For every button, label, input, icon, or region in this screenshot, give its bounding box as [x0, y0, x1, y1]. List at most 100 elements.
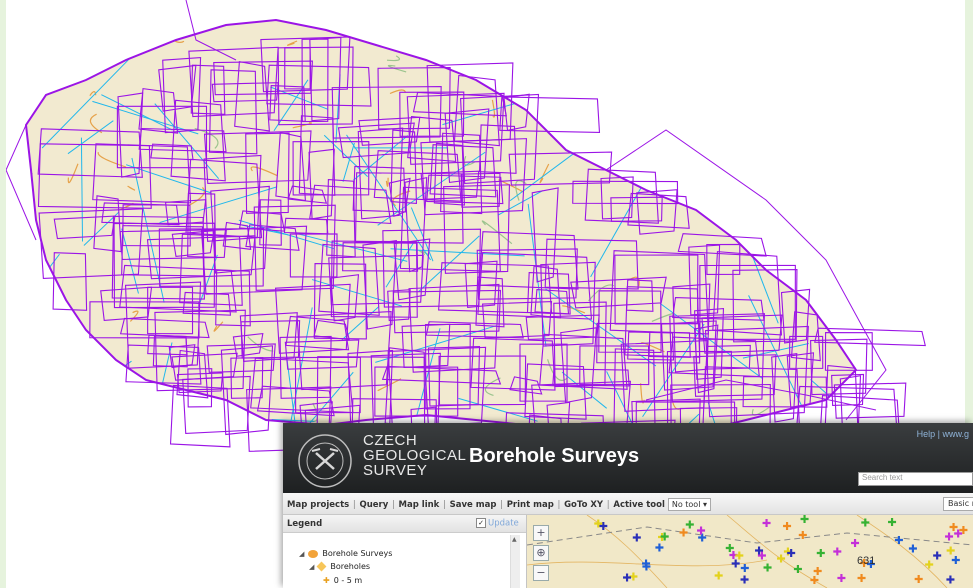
borehole-profile-line — [271, 371, 354, 450]
borehole-marker-icon[interactable]: ✚ — [735, 549, 744, 562]
update-toggle[interactable]: ✓Update — [476, 518, 519, 529]
org-line-2: GEOLOGICAL — [363, 447, 467, 464]
borehole-marker-icon[interactable]: ✚ — [946, 573, 955, 586]
borehole-marker-icon[interactable]: ✚ — [959, 524, 968, 537]
borehole-marker-icon[interactable]: ✚ — [914, 573, 923, 586]
borehole-marker-icon[interactable]: ✚ — [754, 544, 763, 557]
borehole-profile-line — [599, 45, 673, 78]
borehole-marker-icon[interactable]: ✚ — [685, 518, 694, 531]
borehole-marker-icon[interactable]: ✚ — [857, 572, 866, 585]
save-map-link[interactable]: Save map — [449, 500, 497, 510]
survey-area-outline — [693, 324, 719, 394]
borehole-marker-icon[interactable]: ✚ — [783, 546, 792, 559]
survey-area-outline — [119, 228, 227, 260]
borehole-marker-icon[interactable]: ✚ — [599, 520, 608, 533]
borehole-marker-icon[interactable]: ✚ — [798, 529, 807, 542]
survey-area-outline — [256, 385, 335, 417]
survey-area-outline — [706, 243, 741, 275]
zoom-out-button[interactable]: − — [533, 565, 549, 581]
survey-area-outline — [610, 196, 663, 222]
borehole-marker-icon[interactable]: ✚ — [861, 517, 870, 530]
borehole-profile-line — [795, 40, 839, 107]
borehole-marker-icon[interactable]: ✚ — [698, 531, 707, 544]
borehole-marker-icon[interactable]: ✚ — [933, 549, 942, 562]
borehole-marker-icon[interactable]: ✚ — [866, 558, 875, 571]
scroll-up-icon[interactable]: ▲ — [512, 536, 517, 543]
borehole-marker-icon[interactable]: ✚ — [833, 545, 842, 558]
borehole-marker-icon[interactable]: ✚ — [813, 565, 822, 578]
borehole-marker-icon[interactable]: ✚ — [714, 569, 723, 582]
pan-icon[interactable]: ⊕ — [533, 545, 549, 561]
borehole-marker-icon[interactable]: ✚ — [740, 573, 749, 586]
survey-area-outline — [626, 279, 654, 312]
borehole-marker-icon[interactable]: ✚ — [951, 554, 960, 567]
borehole-marker-icon[interactable]: ✚ — [632, 532, 641, 545]
borehole-marker-icon[interactable]: ✚ — [908, 542, 917, 555]
borehole-marker-icon[interactable]: ✚ — [655, 541, 664, 554]
goto-xy-link[interactable]: GoTo XY — [564, 500, 604, 510]
borehole-marker-icon[interactable]: ✚ — [810, 574, 819, 587]
survey-area-outline — [460, 172, 501, 208]
terrain-feature — [793, 234, 813, 243]
borehole-marker-icon[interactable]: ✚ — [793, 563, 802, 576]
borehole-marker-icon[interactable]: ✚ — [641, 558, 650, 571]
borehole-marker-icon[interactable]: ✚ — [731, 557, 740, 570]
borehole-marker-icon[interactable]: ✚ — [757, 550, 766, 563]
search-input[interactable]: Search text — [858, 472, 973, 486]
borehole-marker-icon[interactable]: ✚ — [763, 561, 772, 574]
borehole-marker-icon[interactable]: ✚ — [894, 534, 903, 547]
borehole-marker-icon[interactable]: ✚ — [783, 520, 792, 533]
legend-item-borehole-surveys[interactable]: ◢Borehole Surveys — [299, 549, 392, 558]
legend-title: Legend — [287, 519, 323, 529]
legend-item-boreholes[interactable]: ◢Boreholes — [309, 561, 370, 572]
borehole-marker-icon[interactable]: ✚ — [944, 530, 953, 543]
borehole-marker-icon[interactable]: ✚ — [725, 542, 734, 555]
update-checkbox[interactable]: ✓ — [476, 518, 486, 528]
survey-area-outline — [176, 372, 224, 394]
borehole-marker-icon[interactable]: ✚ — [623, 572, 632, 585]
map-link-link[interactable]: Map link — [398, 500, 440, 510]
legend-scrollbar[interactable]: ▲ — [510, 535, 520, 588]
borehole-marker-icon[interactable]: ✚ — [837, 572, 846, 585]
header-links[interactable]: Help | www.g — [916, 429, 969, 439]
borehole-marker-icon[interactable]: ✚ — [762, 517, 771, 530]
borehole-marker-icon[interactable]: ✚ — [642, 561, 651, 574]
borehole-marker-icon[interactable]: ✚ — [658, 531, 667, 544]
diamond-icon — [316, 561, 327, 572]
borehole-marker-icon[interactable]: ✚ — [887, 516, 896, 529]
borehole-marker-icon[interactable]: ✚ — [860, 557, 869, 570]
map-projects-link[interactable]: Map projects — [287, 500, 350, 510]
borehole-marker-icon[interactable]: ✚ — [946, 544, 955, 557]
survey-area-outline — [374, 366, 459, 417]
borehole-marker-icon[interactable]: ✚ — [679, 526, 688, 539]
zoom-control: + ⊕ − — [533, 525, 549, 587]
print-map-link[interactable]: Print map — [506, 500, 554, 510]
borehole-marker-icon[interactable]: ✚ — [629, 570, 638, 583]
collapse-icon[interactable]: ◢ — [309, 563, 315, 571]
active-tool-select[interactable]: No tool ▾ — [667, 498, 711, 511]
legend-item-depth-0-5[interactable]: ✚0 - 5 m — [323, 576, 362, 585]
terrain-feature — [377, 378, 402, 392]
borehole-marker-icon[interactable]: ✚ — [925, 559, 934, 572]
borehole-marker-icon[interactable]: ✚ — [954, 528, 963, 541]
collapse-icon[interactable]: ◢ — [299, 550, 305, 558]
zoom-in-button[interactable]: + — [533, 525, 549, 541]
borehole-marker-icon[interactable]: ✚ — [660, 531, 669, 544]
borehole-map-view[interactable]: ✚✚✚✚✚✚✚✚✚✚✚✚✚✚✚✚✚✚✚✚✚✚✚✚✚✚✚✚✚✚✚✚✚✚✚✚✚✚✚✚… — [527, 515, 973, 588]
borehole-marker-icon[interactable]: ✚ — [949, 521, 958, 534]
survey-area-outline — [408, 283, 500, 373]
borehole-marker-icon[interactable]: ✚ — [740, 562, 749, 575]
borehole-marker-icon[interactable]: ✚ — [816, 547, 825, 560]
borehole-marker-icon[interactable]: ✚ — [851, 537, 860, 550]
survey-area-outline — [464, 260, 498, 309]
query-link[interactable]: Query — [359, 500, 389, 510]
borehole-marker-icon[interactable]: ✚ — [776, 552, 785, 565]
borehole-profile-line — [390, 248, 525, 257]
borehole-marker-icon[interactable]: ✚ — [787, 547, 796, 560]
survey-area-outline — [203, 154, 262, 242]
borehole-marker-icon[interactable]: ✚ — [697, 525, 706, 538]
basemap-select[interactable]: Basic r — [943, 497, 973, 511]
borehole-marker-icon[interactable]: ✚ — [594, 518, 603, 531]
borehole-marker-icon[interactable]: ✚ — [729, 549, 738, 562]
borehole-marker-icon[interactable]: ✚ — [800, 515, 809, 526]
